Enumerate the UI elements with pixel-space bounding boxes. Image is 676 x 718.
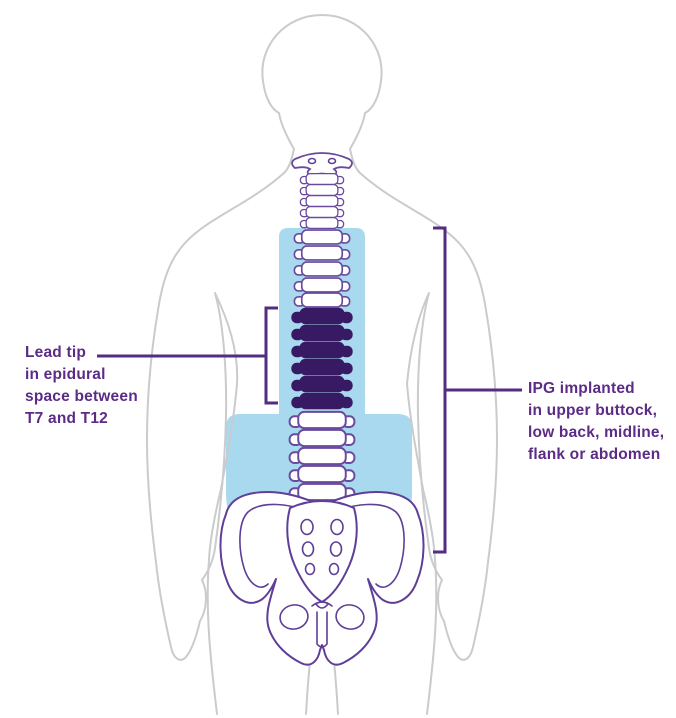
ipg-label: IPG implanted in upper buttock, low back…: [528, 380, 665, 463]
vertebra: [288, 428, 356, 448]
vertebra: [288, 446, 356, 466]
sacral-foramen: [330, 518, 344, 536]
vertebra: [299, 216, 345, 230]
sacral-foramen: [300, 518, 314, 536]
vertebra: [288, 410, 356, 430]
sacral-foramen: [301, 541, 315, 557]
pubic-symphysis: [316, 611, 328, 648]
atlas-vertebra: [291, 152, 353, 176]
vertebra-t8: [291, 324, 353, 342]
atlas-detail-dot: [327, 157, 337, 165]
vertebra-t7: [291, 307, 353, 325]
vertebra-t10: [291, 358, 353, 376]
vertebra: [299, 172, 345, 186]
vertebra: [293, 292, 351, 308]
vertebra-t11: [291, 375, 353, 393]
spine: [288, 152, 356, 502]
vertebra-t9: [291, 341, 353, 359]
sacral-foramen: [328, 562, 340, 576]
vertebra: [299, 183, 345, 197]
vertebra: [288, 464, 356, 484]
sacral-foramen: [304, 562, 316, 576]
sacral-foramen: [329, 541, 343, 557]
lead-tip-bracket: [97, 306, 278, 405]
vertebra: [299, 205, 345, 219]
vertebra: [299, 194, 345, 208]
vertebra: [293, 277, 351, 293]
obturator-foramen-left: [279, 604, 309, 630]
vertebra: [293, 229, 351, 245]
ipg-bracket: [433, 226, 522, 554]
atlas-detail-dot: [307, 157, 317, 165]
iliac-wing-detail-left: [239, 503, 311, 588]
coccyx: [311, 601, 333, 609]
lead-tip-label: Lead tip in epidural space between T7 an…: [25, 344, 138, 427]
sacrum: [286, 500, 358, 603]
obturator-foramen-right: [335, 604, 365, 630]
iliac-wing-detail-right: [333, 503, 405, 588]
vertebra: [293, 261, 351, 277]
vertebra-t12: [291, 392, 353, 410]
vertebra: [293, 245, 351, 261]
pelvis: [219, 491, 425, 666]
